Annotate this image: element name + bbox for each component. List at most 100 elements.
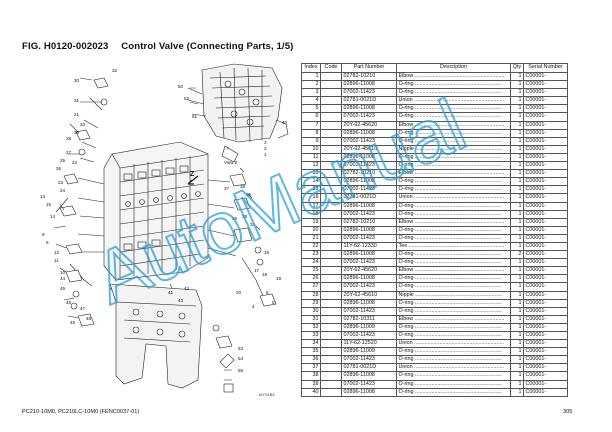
row-code [320, 152, 342, 163]
row-part-number: 07002-11423 [341, 136, 397, 146]
callout-40: 40 [282, 120, 288, 125]
callout-24: 24 [60, 188, 66, 193]
row-index: 25 [301, 266, 321, 276]
row-description: O-ring .................................… [396, 330, 511, 341]
row-qty: 1 [510, 120, 524, 130]
row-part-number: 20Y-62-45610 [341, 144, 397, 154]
parts-list-table: Index Code Part Number Description Qty S… [301, 63, 568, 397]
callout-49: 49 [70, 320, 76, 325]
row-part-number: 07002-11423 [341, 282, 397, 292]
row-code [320, 258, 342, 268]
col-part-number-header: Part Number [341, 63, 397, 73]
row-part-number: 02782-10210 [341, 71, 397, 82]
row-index: 18 [301, 209, 321, 219]
callout-44: 44 [60, 276, 66, 281]
figure-title: FIG. H0120-002023 Control Valve (Connect… [22, 41, 293, 52]
row-part-number: 07002-11423 [341, 330, 397, 341]
row-description: O-ring .................................… [396, 322, 511, 333]
row-part-number: 20Y-62-45610 [341, 290, 397, 300]
row-index: 35 [301, 347, 321, 357]
callout-37: 37 [224, 186, 230, 191]
row-serial-number: C00001- [523, 88, 568, 98]
callout-55: 55 [238, 368, 244, 373]
row-qty: 1 [510, 80, 524, 90]
row-description: O-ring .................................… [396, 185, 511, 195]
row-part-number: 02896-11008 [341, 274, 397, 284]
row-serial-number: C00001- [523, 290, 568, 300]
row-serial-number: C00001- [523, 161, 568, 171]
row-index: 27 [301, 282, 321, 292]
callout-28: 28 [66, 136, 72, 141]
row-description: O-ring .................................… [396, 379, 511, 389]
row-index: 5 [301, 104, 321, 114]
callout-43: 43 [178, 298, 184, 303]
row-description: Elbow ..................................… [396, 217, 511, 227]
row-index: 11 [301, 152, 321, 163]
row-qty: 1 [510, 201, 524, 211]
row-index: 26 [301, 274, 321, 284]
row-description: O-ring .................................… [396, 250, 511, 260]
row-description: O-ring .................................… [396, 201, 511, 211]
row-qty: 1 [510, 379, 524, 389]
row-qty: 1 [510, 169, 524, 179]
drawing-code: J4YS1B5 [258, 392, 275, 397]
row-description: O-ring .................................… [396, 161, 511, 171]
row-description: O-ring .................................… [396, 371, 511, 381]
row-index: 15 [301, 185, 321, 195]
row-qty: 1 [510, 144, 524, 154]
row-serial-number: C00001- [523, 347, 568, 357]
row-part-number: 02896-11008 [341, 371, 397, 381]
row-code [320, 241, 342, 252]
row-part-number: 07002-11423 [341, 112, 397, 122]
row-part-number: 07002-11423 [341, 209, 397, 219]
row-description: O-ring .................................… [396, 128, 511, 138]
row-code [320, 233, 342, 243]
row-qty: 1 [510, 152, 524, 163]
table-header-row: Index Code Part Number Description Qty S… [301, 63, 568, 73]
row-part-number: 02782-10210 [341, 217, 397, 227]
row-part-number: 02896-11008 [341, 104, 397, 114]
row-part-number: 02896-11008 [341, 387, 397, 397]
callout-36: 36 [232, 216, 238, 221]
row-qty: 1 [510, 209, 524, 219]
row-index: 13 [301, 169, 321, 179]
callout-26: 26 [56, 166, 62, 171]
row-serial-number: C00001- [523, 71, 568, 82]
row-part-number: 02896-11008 [341, 225, 397, 235]
row-index: 17 [301, 201, 321, 211]
row-serial-number: C00001- [523, 387, 568, 397]
row-description: O-ring .................................… [396, 233, 511, 243]
row-serial-number: C00001- [523, 193, 568, 203]
row-index: 28 [301, 290, 321, 300]
row-serial-number: C00001- [523, 201, 568, 211]
callout-10: 10 [60, 270, 66, 275]
figure-number: FIG. H0120-002023 [22, 41, 109, 52]
row-code [320, 136, 342, 146]
callout-51: 51 [192, 114, 198, 119]
row-qty: 1 [510, 193, 524, 203]
callout-19: 19 [276, 276, 282, 281]
row-index: 10 [301, 144, 321, 154]
row-qty: 1 [510, 347, 524, 357]
callout-9: 9 [42, 232, 45, 237]
callout-18: 18 [262, 272, 268, 277]
exploded-parts-diagram: 32 50 52 51 40 30 31 21 33 7 3 2 1 29 28… [40, 63, 289, 393]
callout-16: 16 [264, 250, 270, 255]
row-code [320, 387, 342, 397]
row-description: O-ring .................................… [396, 152, 511, 163]
row-qty: 1 [510, 71, 524, 82]
